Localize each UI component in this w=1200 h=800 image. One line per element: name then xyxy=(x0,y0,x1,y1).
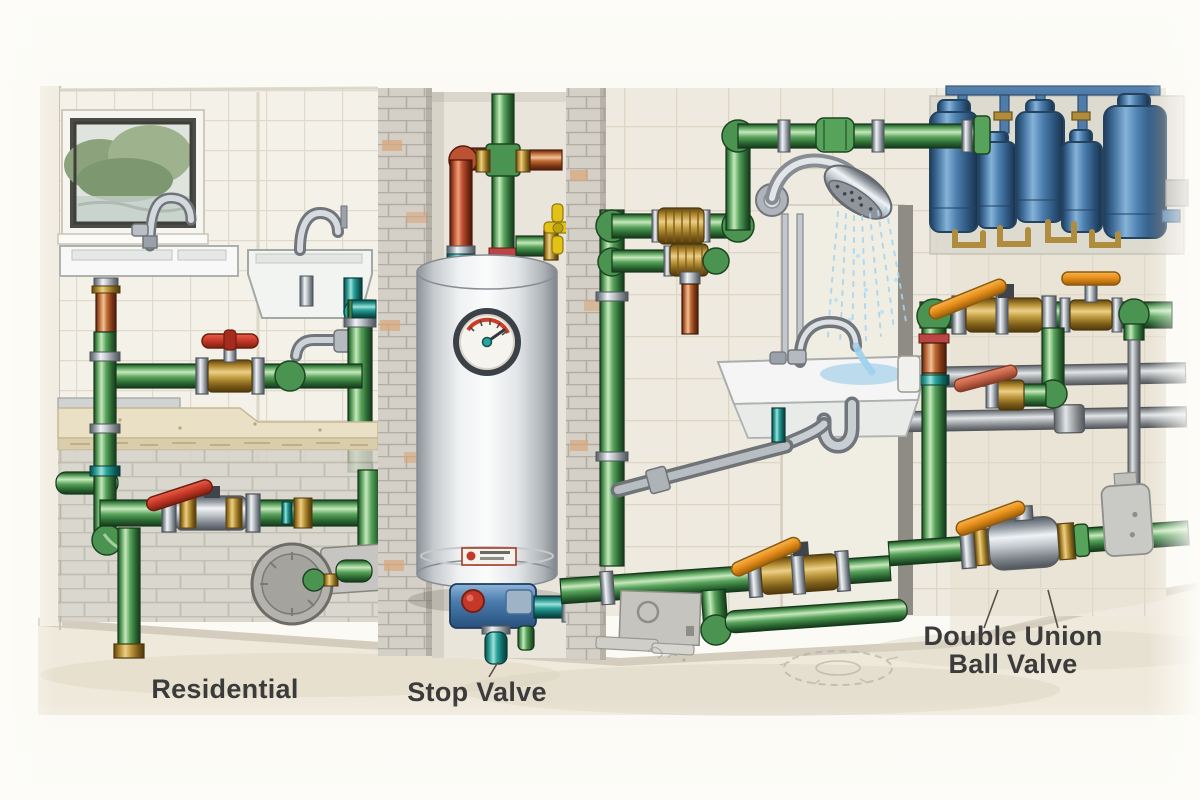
gate-valve-red xyxy=(195,329,265,395)
copper-drain xyxy=(91,277,121,333)
orange-lever-handle xyxy=(928,278,1007,320)
storage-tank xyxy=(977,141,1017,229)
brass-coupling-ribbed xyxy=(651,207,711,245)
brass-coupling-small xyxy=(663,243,709,277)
copper-outlet-stub xyxy=(529,149,563,171)
floor xyxy=(38,582,1200,716)
stop-valve-leader xyxy=(488,661,499,678)
spray-droplets xyxy=(834,254,898,322)
green-supply-network xyxy=(595,115,991,567)
label-stop-valve: Stop Valve xyxy=(407,677,547,707)
tank-bottom-piping xyxy=(952,219,1121,248)
stop-valve-orange-t-handle xyxy=(1059,271,1123,333)
stop-valve-button xyxy=(461,589,485,613)
water-meter xyxy=(250,542,389,626)
teal-drain-pipe xyxy=(484,631,508,665)
utility-section xyxy=(559,85,1190,686)
double-union-leaders xyxy=(983,589,1059,629)
shower-head xyxy=(755,153,893,220)
sink-faucet xyxy=(769,315,876,376)
storage-tanks xyxy=(929,93,1167,239)
kitchen-faucet xyxy=(131,192,197,252)
upper-right-valve-run xyxy=(897,271,1173,547)
ball-valve-red-lever xyxy=(145,479,261,533)
red-lever-handle xyxy=(145,479,213,512)
storage-tank xyxy=(1015,111,1065,223)
kitchen-sink xyxy=(59,192,239,277)
water-heater-tank xyxy=(408,254,572,613)
drain-pipe xyxy=(610,438,794,498)
red-wheel-handle xyxy=(201,329,259,351)
kitchen-window xyxy=(57,109,209,245)
utility-panel xyxy=(595,589,702,656)
ball-valve-orange-lower xyxy=(730,536,852,599)
floor-drain-sketch xyxy=(647,646,899,686)
label-residential: Residential xyxy=(151,674,298,704)
wall-hung-sink xyxy=(610,315,930,498)
storage-tank-bank xyxy=(929,85,1189,255)
ball-valve-orange-upper xyxy=(928,278,1057,335)
double-union-handle xyxy=(955,500,1026,536)
residential-section xyxy=(40,86,389,659)
salmon-lever-valve xyxy=(953,327,1068,411)
pressure-gauge xyxy=(453,308,521,376)
bathroom-faucet xyxy=(294,205,348,256)
double-union-ball-valve xyxy=(955,500,1091,571)
label-double-union-line1: Double Union xyxy=(923,621,1102,651)
storage-tank xyxy=(1103,105,1167,239)
rating-badge xyxy=(461,547,517,566)
storage-tank xyxy=(1061,141,1103,233)
label-double-union-line2: Ball Valve xyxy=(948,649,1077,679)
water-heater-section xyxy=(408,92,577,678)
yellow-service-valve xyxy=(515,203,572,261)
lower-supply-run xyxy=(55,331,386,659)
